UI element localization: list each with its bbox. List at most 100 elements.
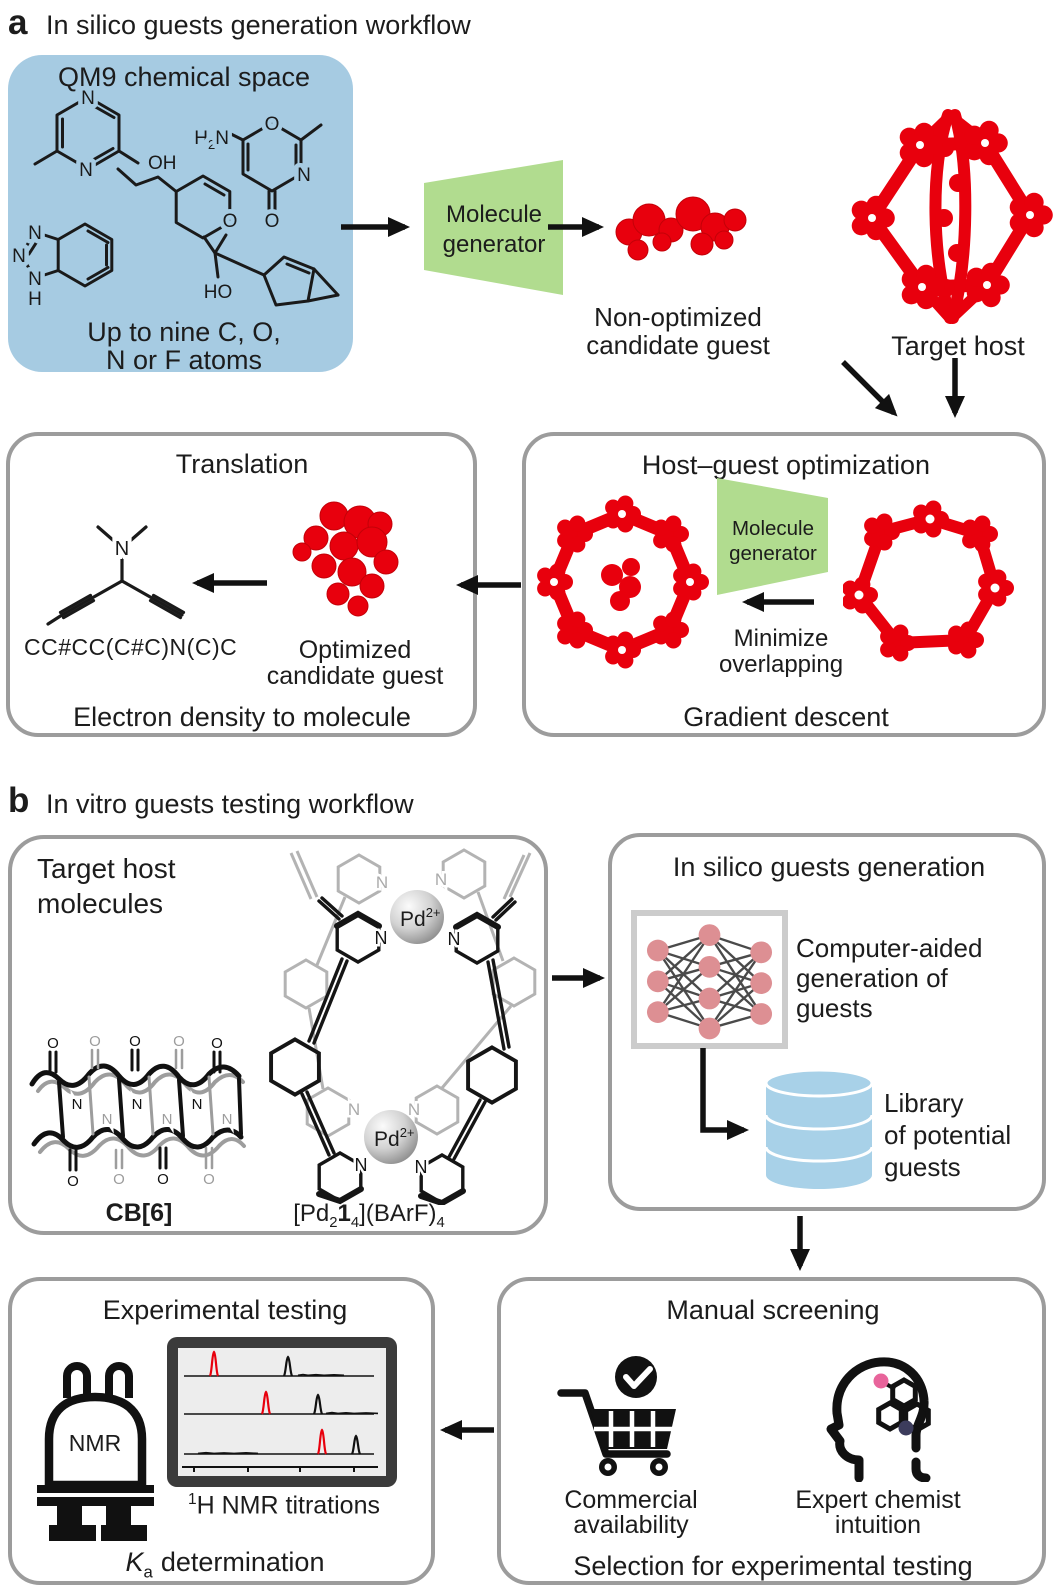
- cb6-structure-drawing: O O O O O N N N O O O O N N N: [29, 1030, 246, 1193]
- qm9-caption-line2: N or F atoms: [105, 345, 263, 375]
- pd-ion-label-top: Pd2+: [400, 905, 441, 931]
- optimization-caption: Gradient descent: [683, 702, 889, 732]
- panel-a-title: In silico guests generation workflow: [46, 10, 471, 40]
- minimize-label-line1: Minimize: [733, 625, 829, 652]
- molecule-navy-atom: [898, 1420, 914, 1436]
- optimized-guest-density: [292, 501, 399, 617]
- pd-sphere-top: [390, 890, 444, 944]
- check-circle-icon: [615, 1356, 657, 1398]
- translation-box: Translation N CC#CC(C#C)N(C)C: [6, 432, 477, 737]
- atom-label-n: N: [348, 1100, 360, 1119]
- atom-label-o: O: [47, 1035, 59, 1052]
- nmr-titration-traces: [182, 1350, 379, 1472]
- commercial-label-line1: Commercial: [564, 1486, 698, 1514]
- arrow-guest-to-optimization: [841, 360, 898, 417]
- nmr-spectra-screen: [167, 1337, 397, 1487]
- atom-label-n: N: [375, 928, 388, 948]
- atom-label-n: N: [72, 1096, 83, 1113]
- expert-chemist-head-icon: [826, 1357, 931, 1482]
- atom-label-o: O: [89, 1033, 101, 1050]
- atom-label-o: O: [173, 1033, 185, 1050]
- translated-molecule-drawing: N: [46, 525, 186, 626]
- atom-label-o: O: [211, 1035, 223, 1052]
- pd-ion-label-bottom: Pd2+: [374, 1125, 415, 1151]
- cb6-label: CB[6]: [105, 1199, 173, 1227]
- atom-label-n: N: [376, 873, 388, 892]
- smiles-string: CC#CC(C#C)N(C)C: [24, 634, 238, 660]
- non-optimized-label-line1: Non-optimized: [594, 302, 762, 332]
- atom-label-n: N: [81, 88, 95, 109]
- optimized-host-guest-density: [537, 495, 709, 669]
- hosts-title-line2: molecules: [37, 888, 164, 919]
- atom-label-h: H: [28, 289, 42, 310]
- atom-label-n: N: [297, 165, 311, 186]
- panel-b-title: In vitro guests testing workflow: [46, 789, 414, 819]
- library-label-line3: guests: [884, 1152, 961, 1182]
- qm9-title: QM9 chemical space: [57, 62, 311, 92]
- molecule-generator-small-line1: Molecule: [731, 517, 815, 540]
- experimental-testing-box: Experimental testing NMR: [8, 1277, 435, 1585]
- library-label-line2: of potential: [884, 1120, 1012, 1150]
- atom-label-h2n: H2N: [194, 128, 229, 152]
- database-icon: [764, 1068, 874, 1189]
- library-label-line1: Library: [884, 1088, 964, 1118]
- atom-label-n: N: [79, 160, 93, 181]
- molecule-generator-small-line2: generator: [729, 542, 817, 565]
- atom-label-n: N: [115, 538, 129, 560]
- atom-label-n: N: [222, 1111, 233, 1128]
- overlapping-host-guest-density: [843, 500, 1014, 662]
- hosts-title-line1: Target host: [37, 853, 176, 884]
- atom-label-n: N: [435, 870, 447, 889]
- atom-label-oh: OH: [148, 153, 177, 174]
- target-host-label: Target host: [891, 331, 1025, 361]
- screening-title: Manual screening: [666, 1295, 880, 1325]
- atom-label-o: O: [113, 1171, 125, 1188]
- molecule-generator-label-line1: Molecule: [445, 201, 543, 228]
- atom-label-n: N: [415, 1157, 428, 1177]
- qm9-chemical-space-box: QM9 chemical space: [8, 55, 353, 375]
- optimized-label-line1: Optimized: [298, 636, 412, 664]
- atom-label-o: O: [265, 211, 280, 232]
- non-optimized-guest-density: [615, 196, 747, 261]
- optimization-title: Host–guest optimization: [641, 450, 931, 480]
- testing-title: Experimental testing: [102, 1295, 348, 1325]
- atom-label-n: N: [355, 1155, 368, 1175]
- atom-label-o: O: [129, 1033, 141, 1050]
- atom-label-o: O: [203, 1171, 215, 1188]
- atom-label-n: N: [162, 1111, 173, 1128]
- atom-label-n: N: [12, 246, 26, 267]
- host-guest-optimization-box: Host–guest optimization Gradient descent…: [522, 432, 1046, 737]
- translation-title: Translation: [175, 449, 309, 479]
- atom-label-n: N: [28, 223, 42, 244]
- qm9-caption-line1: Up to nine C, O,: [87, 317, 281, 347]
- atom-label-n: N: [28, 269, 42, 290]
- in-silico-generation-box: In silico guests generation Computer-: [608, 833, 1046, 1211]
- molecule-generator-label-line2: generator: [442, 231, 546, 258]
- minimize-label-line2: overlapping: [718, 651, 844, 678]
- molecule-generator-shape: Molecule generator: [424, 160, 563, 295]
- panel-a-label: a: [8, 3, 28, 42]
- target-host-molecules-box: Target host molecules O O O O O: [8, 835, 548, 1235]
- panel-b-label: b: [8, 781, 30, 820]
- atom-label-ho: HO: [204, 282, 233, 303]
- pd-sphere-bottom: [364, 1110, 418, 1164]
- expert-label-line2: intuition: [834, 1511, 922, 1539]
- qm9-molecules-drawing: N N OH O N O O HO N N N H H2N: [8, 84, 340, 315]
- neural-network-frame: [631, 910, 788, 1049]
- nmr-spectrometer-icon: NMR: [37, 1362, 154, 1541]
- atom-label-o: O: [157, 1171, 169, 1188]
- screening-caption: Selection for experimental testing: [573, 1551, 973, 1581]
- atom-label-n: N: [102, 1111, 113, 1128]
- titration-label: 1H NMR titrations: [188, 1491, 380, 1520]
- atom-label-n: N: [132, 1096, 143, 1113]
- target-host-density: [851, 109, 1053, 324]
- nn-caption-line2: generation of: [796, 963, 948, 993]
- optimized-label-line2: candidate guest: [266, 662, 444, 690]
- nn-caption-line1: Computer-aided: [796, 933, 983, 963]
- atom-label-o: O: [265, 114, 280, 135]
- atom-label-n: N: [408, 1100, 420, 1119]
- pd-cage-structure-drawing: N N N N: [269, 848, 537, 1205]
- non-optimized-label-line2: candidate guest: [586, 330, 770, 360]
